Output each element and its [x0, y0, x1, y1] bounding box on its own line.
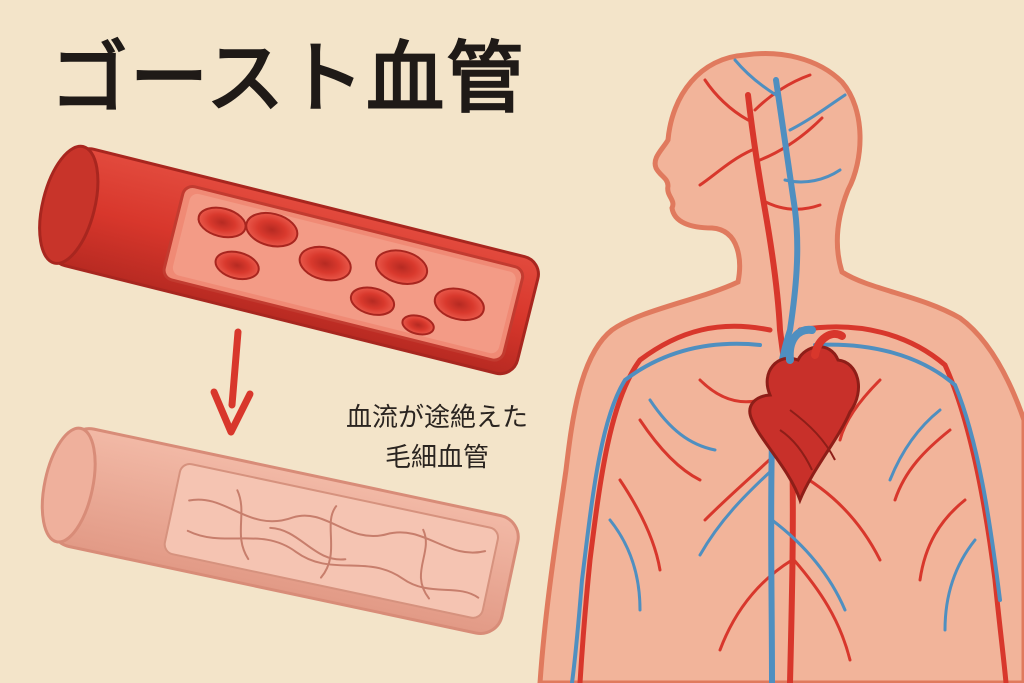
- down-arrow-icon: [210, 328, 254, 436]
- collapsed-vessel-lines: [186, 489, 487, 600]
- heart-icon: [748, 325, 860, 505]
- arteries: [577, 73, 1009, 683]
- human-body-figure: [537, 51, 1024, 683]
- ghost-vessel-caption: 血流が途絶えた 毛細血管: [312, 398, 562, 479]
- caption-line-1: 血流が途絶えた: [345, 403, 528, 433]
- caption-line-2: 毛細血管: [384, 443, 489, 474]
- veins: [570, 58, 1002, 683]
- ghost-vessel: [40, 426, 520, 635]
- red-blood-cells: [197, 206, 485, 336]
- page-title: ゴースト血管: [50, 34, 527, 124]
- healthy-vessel: [38, 144, 540, 376]
